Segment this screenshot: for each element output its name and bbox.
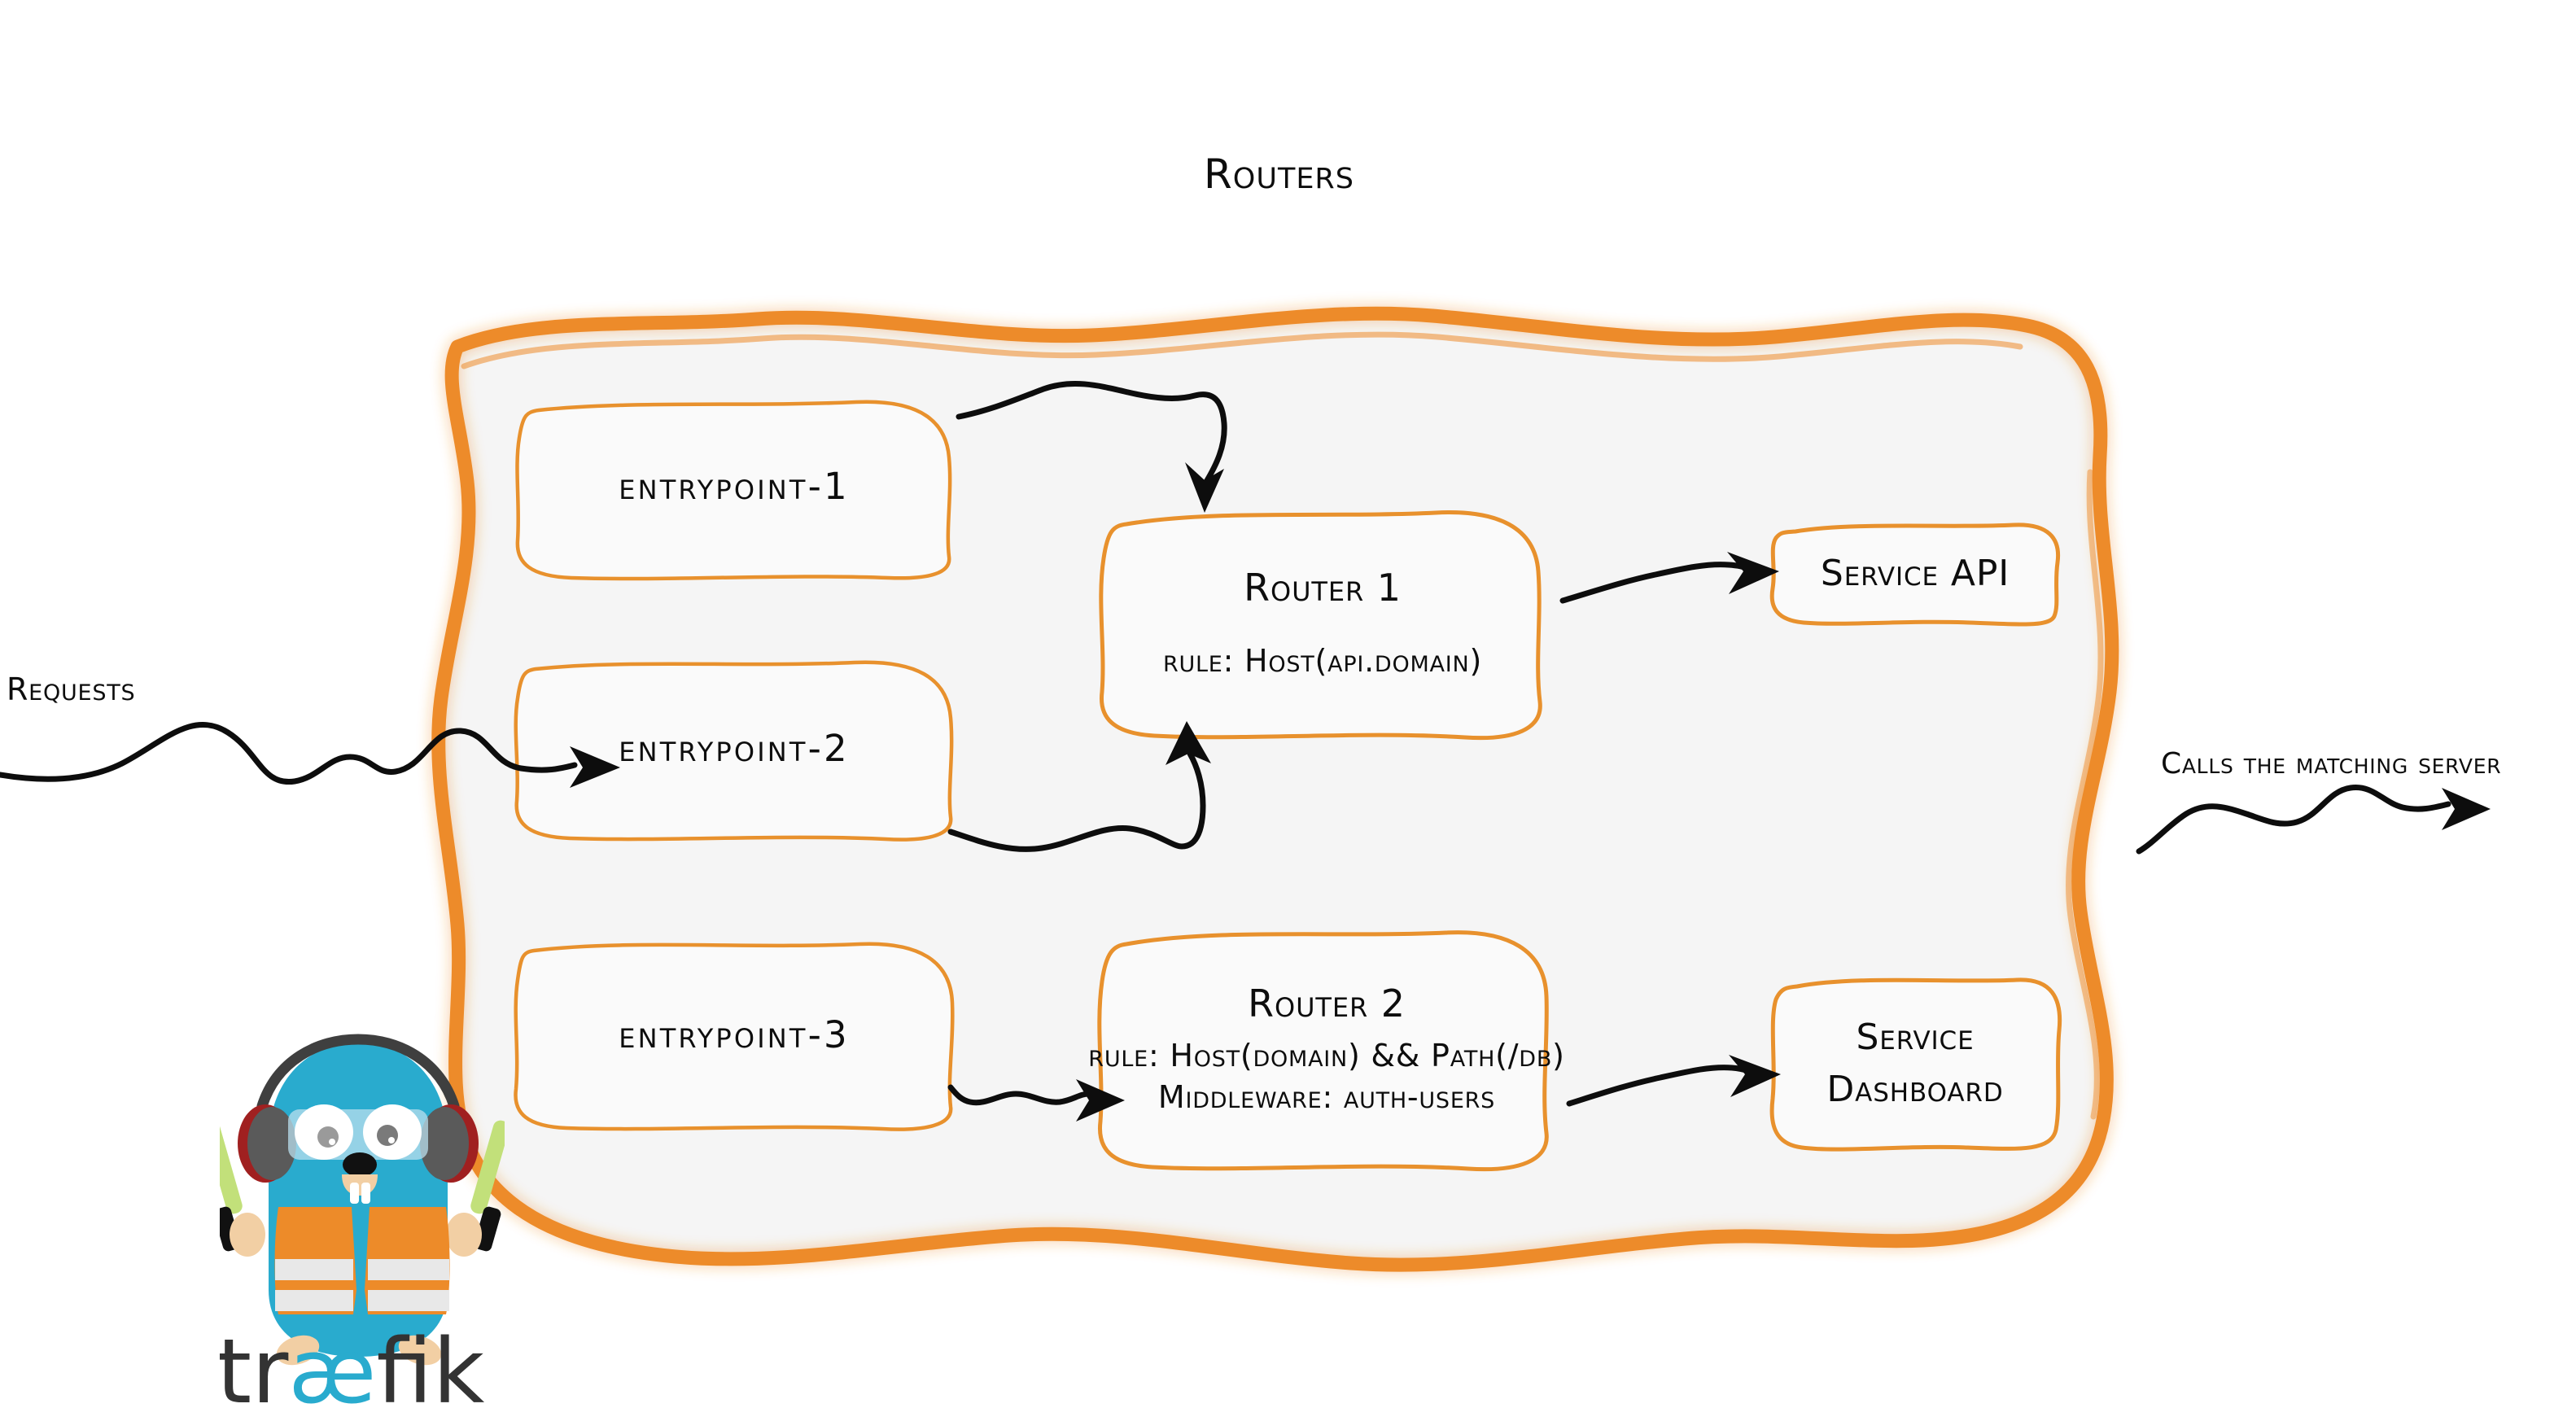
entrypoint-1-label: entrypoint-1 (619, 465, 850, 509)
router-1-title: Router 1 (1244, 565, 1402, 610)
eye-right (363, 1104, 422, 1160)
entrypoint-3-outline (514, 942, 955, 1131)
entrypoint-box-3[interactable]: entrypoint-3 (506, 934, 962, 1136)
eye-left (295, 1104, 353, 1160)
wordmark-ligature: æ (288, 1319, 376, 1408)
service-box-api[interactable]: Service API (1765, 517, 2066, 631)
tooth-right (361, 1183, 370, 1204)
entrypoint-3-label: entrypoint-3 (619, 1013, 850, 1057)
router-2-title: Router 2 (1248, 981, 1406, 1025)
traefik-wordmark: træfik (220, 1319, 485, 1408)
entrypoint-2-label: entrypoint-2 (619, 727, 850, 771)
entrypoint-box-1[interactable]: entrypoint-1 (506, 389, 962, 584)
foot-right (398, 1335, 442, 1366)
router-box-1[interactable]: Router 1 rule: Host(api.domain) (1091, 496, 1555, 749)
foot-left (276, 1335, 320, 1366)
wordmark-part-left: tr (220, 1319, 289, 1408)
router-2-outline (1097, 930, 1549, 1172)
wordmark-part-right: fik (376, 1319, 484, 1408)
service-box-dashboard[interactable]: Service Dashboard (1765, 970, 2066, 1157)
headphone-cup-left (238, 1104, 296, 1183)
traefik-logo: træfik (220, 1021, 505, 1408)
router-box-2[interactable]: Router 2 rule: Host(domain) && Path(/db)… (1088, 918, 1565, 1180)
arm-left (230, 1213, 265, 1257)
arrow-calls-out (2136, 785, 2491, 855)
service-dashboard-label-line2: Dashboard (1826, 1069, 2004, 1110)
arm-right (446, 1213, 482, 1257)
headphone-cup-right (420, 1104, 479, 1183)
headphone-band (256, 1034, 460, 1112)
entrypoint-box-2[interactable]: entrypoint-2 (506, 651, 962, 846)
router-2-rule: rule: Host(domain) && Path(/db) (1088, 1037, 1565, 1073)
nose (343, 1152, 377, 1177)
router-2-middleware: Middleware: auth-users (1157, 1079, 1496, 1116)
calls-the-matching-server-label: Calls the matching server (2161, 747, 2502, 781)
router-1-rule: rule: Host(api.domain) (1162, 642, 1483, 679)
page-title-text: Routers (1204, 151, 1354, 198)
tooth-left (350, 1183, 359, 1204)
page-title: Routers (0, 151, 2576, 199)
requests-label: Requests (7, 671, 136, 707)
router-1-outline (1099, 510, 1542, 741)
traefik-gopher-mascot: træfik (220, 1034, 505, 1408)
entrypoint-1-outline (515, 400, 952, 581)
service-api-label: Service API (1820, 552, 2010, 594)
safety-vest (274, 1207, 450, 1314)
service-dashboard-label-line1: Service (1856, 1017, 1975, 1059)
